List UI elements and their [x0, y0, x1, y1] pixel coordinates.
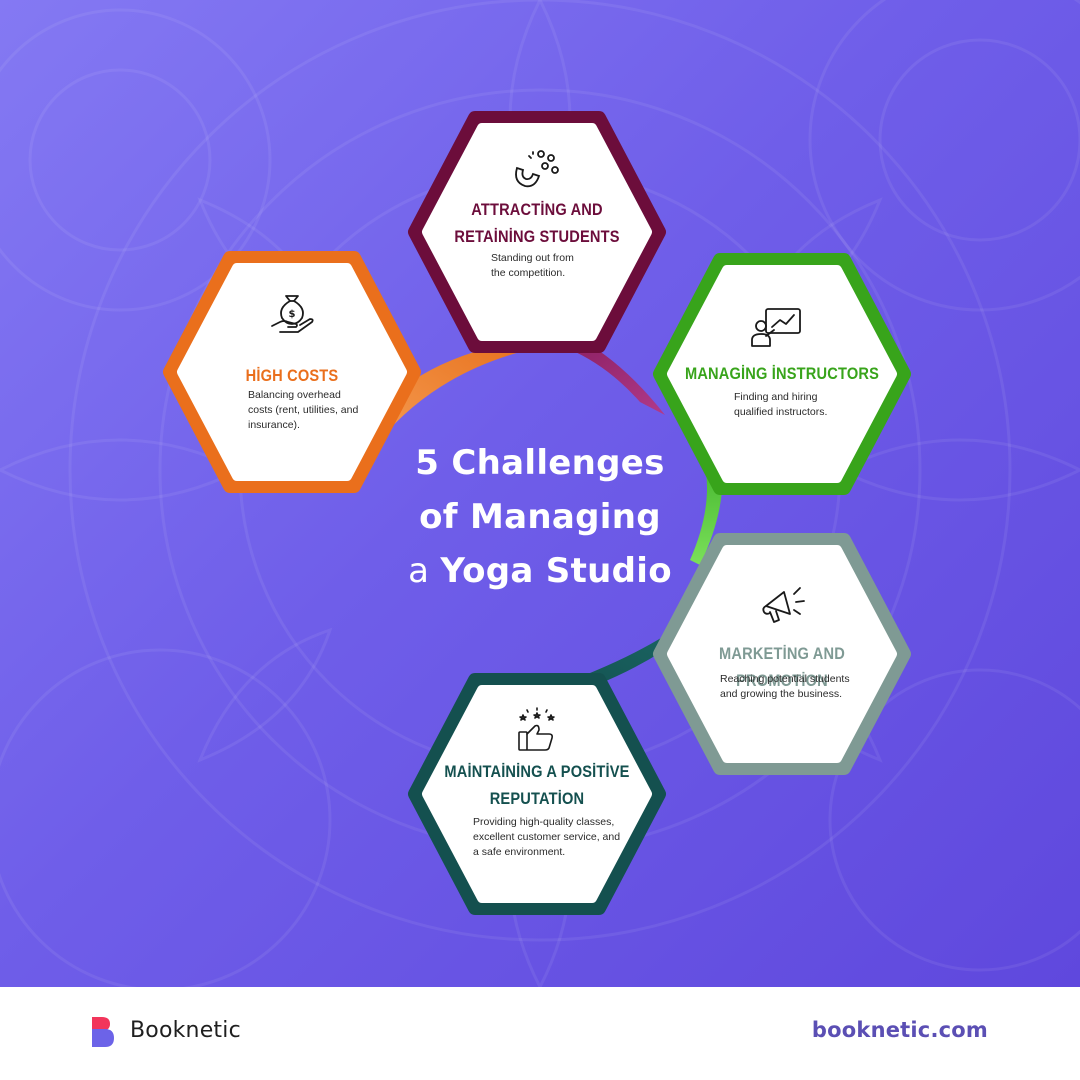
money-bag-hand-icon: $ [271, 295, 314, 333]
brand-url-link[interactable]: booknetic.com [811, 1018, 988, 1042]
page-title: 5 Challenges of Managing a Yoga Studio [380, 436, 700, 598]
title-line: RETAİNİNG STUDENTS [454, 227, 620, 246]
desc-line: Standing out from [491, 252, 574, 264]
desc-line: insurance). [248, 419, 300, 431]
card-desc-high-costs: Balancing overhead costs (rent, utilitie… [248, 388, 408, 433]
title-line: MAİNTAİNİNG A POSİTİVE [444, 762, 630, 781]
infographic-canvas: $ HİGH COSTS Balancing overhead costs (r… [0, 0, 1080, 987]
hex-card-high-costs: $ HİGH COSTS Balancing overhead costs (r… [162, 250, 422, 494]
card-title-managing-instructors: MANAGİNG İNSTRUCTORS [684, 364, 880, 383]
card-desc-attracting-students: Standing out from the competition. [491, 251, 641, 281]
card-desc-positive-reputation: Providing high-quality classes, excellen… [473, 815, 653, 860]
desc-line: qualified instructors. [734, 406, 828, 418]
title-line-3-bold: Yoga Studio [440, 551, 672, 591]
megaphone-icon [762, 587, 805, 623]
desc-line: Providing high-quality classes, [473, 816, 615, 828]
presentation-board-icon [751, 308, 801, 347]
desc-line: Finding and hiring [734, 391, 818, 403]
hex-card-attracting-students: ATTRACTİNG AND RETAİNİNG STUDENTS Standi… [407, 110, 667, 354]
title-line-3-prefix: a [408, 551, 441, 591]
footer [0, 987, 1080, 1080]
title-line-1: 5 Challenges [415, 443, 665, 483]
title-line-2: of Managing [419, 497, 661, 537]
desc-line: costs (rent, utilities, and [248, 404, 359, 416]
booknetic-logo-icon[interactable] [90, 1015, 116, 1049]
brand-name[interactable]: Booknetic [130, 1018, 241, 1043]
svg-text:$: $ [289, 309, 296, 320]
card-title-marketing-promotion: MARKETİNG AND PROMOTİON [719, 644, 845, 690]
hex-card-marketing-promotion: MARKETİNG AND PROMOTİON Reaching potenti… [652, 532, 912, 776]
desc-line: Balancing overhead [248, 389, 341, 401]
title-line: REPUTATİON [489, 789, 585, 808]
hex-card-managing-instructors: MANAGİNG İNSTRUCTORS Finding and hiring … [652, 252, 912, 496]
card-desc-marketing-promotion: Reaching potential students and growing … [720, 672, 890, 702]
card-title-attracting-students: ATTRACTİNG AND RETAİNİNG STUDENTS [451, 196, 623, 250]
desc-line: a safe environment. [473, 846, 566, 858]
desc-line: and growing the business. [720, 688, 842, 700]
desc-line: the competition. [491, 267, 566, 279]
title-line-3: a Yoga Studio [380, 544, 700, 598]
hex-card-positive-reputation: MAİNTAİNİNG A POSİTİVE REPUTATİON Provid… [407, 672, 667, 916]
card-title-positive-reputation: MAİNTAİNİNG A POSİTİVE REPUTATİON [442, 758, 631, 812]
card-title-high-costs: HİGH COSTS [245, 366, 339, 385]
thumbs-up-stars-icon [518, 707, 555, 751]
title-line: ATTRACTİNG AND [471, 200, 603, 219]
desc-line: Reaching potential students [720, 673, 850, 685]
card-desc-managing-instructors: Finding and hiring qualified instructors… [734, 390, 884, 420]
desc-line: excellent customer service, and [473, 831, 621, 843]
magnet-people-icon [515, 150, 559, 188]
